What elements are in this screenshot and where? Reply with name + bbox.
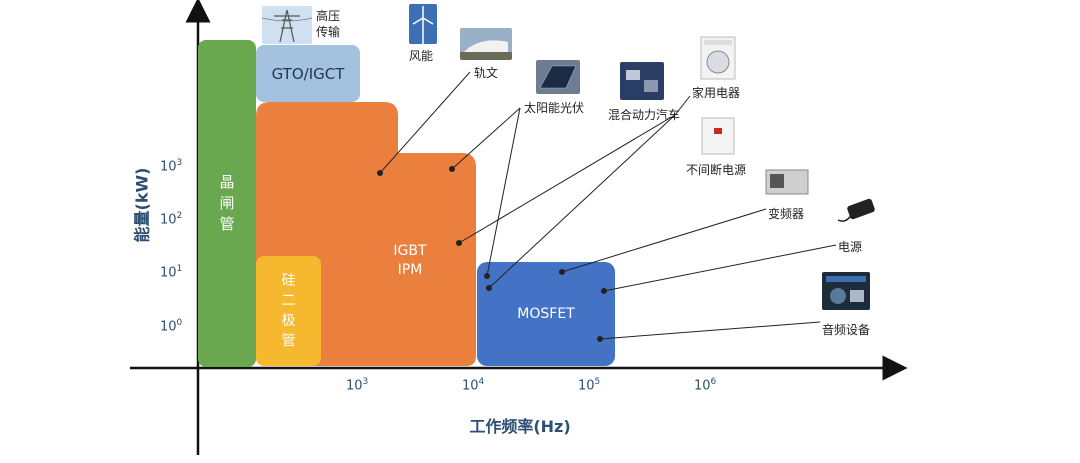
power-tower-icon — [262, 6, 312, 44]
x-tick-3: 103 — [346, 377, 369, 394]
thyristor-char-1: 晶 — [219, 173, 235, 191]
ups-label: 不间断电源 — [686, 163, 747, 177]
diode-char-4: 管 — [281, 333, 296, 349]
x-tick-6: 106 — [694, 377, 717, 394]
wind-label: 风能 — [409, 49, 434, 63]
y-tick-1: 101 — [160, 264, 183, 281]
power-adapter-icon — [837, 198, 875, 222]
ups-icon — [701, 117, 735, 155]
diode-char-1: 硅 — [281, 273, 296, 289]
inverter-icon — [765, 169, 809, 195]
diode-char-3: 极 — [281, 313, 296, 329]
hybrid-label: 混合动力汽车 — [608, 108, 681, 122]
washing-machine-icon — [700, 36, 736, 80]
diode-region: 硅 二 极 管 — [256, 256, 321, 366]
solar-panel-icon — [536, 60, 580, 94]
y-tick-2: 102 — [160, 211, 183, 228]
igbt-text: IGBT — [393, 243, 427, 259]
x-tick-4: 104 — [462, 377, 485, 394]
diode-char-2: 二 — [281, 293, 296, 309]
inverter-label: 变频器 — [768, 207, 805, 221]
train-icon — [460, 28, 512, 60]
gto-label: GTO/IGCT — [271, 64, 345, 83]
solar-label: 太阳能光伏 — [524, 101, 585, 115]
y-axis-label: 能量(kW) — [132, 167, 152, 243]
x-tick-5: 105 — [578, 377, 601, 394]
thyristor-char-2: 闸 — [219, 194, 235, 212]
thyristor-region: 晶 闸 管 — [198, 40, 256, 367]
power-supply-label: 电源 — [838, 240, 863, 254]
rail-label: 轨文 — [474, 66, 499, 80]
mosfet-region: MOSFET — [477, 262, 615, 366]
thyristor-label: 晶 闸 管 — [219, 172, 234, 235]
y-tick-3: 103 — [160, 158, 183, 175]
thyristor-char-3: 管 — [219, 215, 235, 233]
ipm-text: IPM — [397, 262, 423, 278]
circuit-board-icon — [620, 62, 664, 100]
igbt-label: IGBT IPM — [380, 238, 440, 284]
y-tick-0: 100 — [160, 318, 183, 335]
audio-amplifier-icon — [822, 272, 870, 310]
wind-turbine-icon — [409, 4, 437, 44]
gto-region: GTO/IGCT — [256, 45, 360, 102]
diode-label: 硅 二 极 管 — [282, 271, 296, 351]
appliance-label: 家用电器 — [692, 86, 741, 100]
audio-label: 音频设备 — [822, 323, 871, 337]
x-axis-label: 工作频率(Hz) — [469, 417, 571, 436]
hv-transmission-label: 高压传输 — [316, 9, 341, 39]
mosfet-label: MOSFET — [517, 306, 575, 322]
